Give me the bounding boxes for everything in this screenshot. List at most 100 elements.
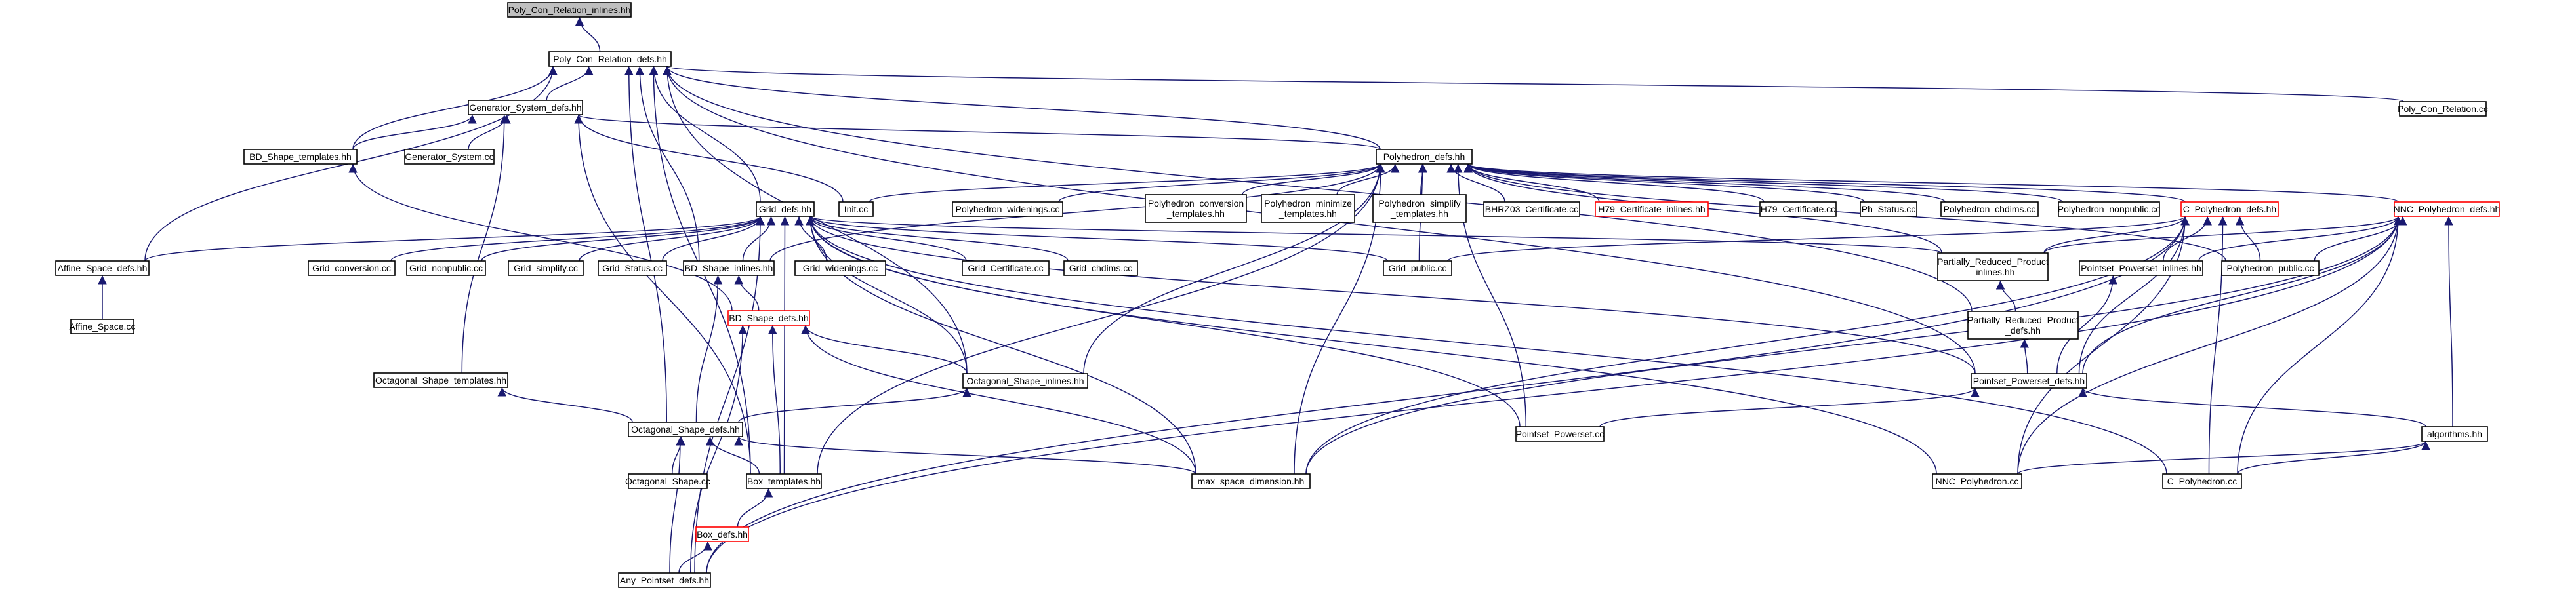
graph-node-gstat[interactable]: Grid_Status.cc [598,260,667,276]
graph-node-bdi[interactable]: BD_Shape_inlines.hh [683,260,775,276]
graph-node-prpi[interactable]: Partially_Reduced_Product_inlines.hh [1937,252,2049,281]
node-label: Polyhedron_minimize [1264,198,1352,208]
graph-node-bdt[interactable]: BD_Shape_templates.hh [243,149,358,165]
graph-node-gsd[interactable]: Generator_System_defs.hh [468,100,583,115]
graph-node-pnonp[interactable]: Polyhedron_nonpublic.cc [2058,201,2160,217]
graph-node-asd[interactable]: Affine_Space_defs.hh [55,260,150,276]
edge-cpcc-to-alg [2237,441,2430,475]
graph-node-phd[interactable]: Polyhedron_defs.hh [1376,149,1473,165]
edge-pconv-to-phd [1242,163,1385,195]
graph-node-gchd[interactable]: Grid_chdims.cc [1063,260,1138,276]
graph-node-prpd[interactable]: Partially_Reduced_Product_defs.hh [1967,311,2079,340]
graph-node-msd[interactable]: max_space_dimension.hh [1191,473,1311,489]
node-label: Poly_Con_Relation_inlines.hh [508,5,631,15]
edge-gsd-to-pcd [546,66,594,101]
graph-node-psimp[interactable]: Polyhedron_simplify_templates.hh [1372,194,1467,223]
graph-node-ppcc[interactable]: Pointset_Powerset.cc [1515,426,1605,442]
graph-node-gconv[interactable]: Grid_conversion.cc [308,260,396,276]
node-box [628,473,708,489]
node-box [1759,201,1837,217]
node-box [243,149,358,165]
edge-apd-to-nncpd [706,216,2403,574]
graph-node-alg[interactable]: algorithms.hh [2421,426,2488,442]
graph-node-pchd[interactable]: Polyhedron_chdims.cc [1940,201,2039,217]
graph-node-pccc[interactable]: Poly_Con_Relation.cc [2398,101,2488,117]
graph-node-pcd[interactable]: Poly_Con_Relation_defs.hh [548,51,672,67]
node-label: Octagonal_Shape.cc [625,476,710,486]
node-box [683,260,775,276]
graph-node-bdd[interactable]: BD_Shape_defs.hh [727,310,810,326]
node-label: Grid_widenings.cc [803,263,878,273]
graph-node-pci[interactable]: Poly_Con_Relation_inlines.hh [507,2,632,18]
edge-ost-to-gsd [461,114,509,374]
edge-cpcc-to-cpd [2208,216,2228,475]
node-label: Partially_Reduced_Product [1967,315,2079,325]
edge-ppd-to-ppi [2056,275,2117,374]
graph-node-ascc[interactable]: Affine_Space.cc [70,319,136,334]
graph-node-osd[interactable]: Octagonal_Shape_defs.hh [628,422,743,437]
graph-node-ost[interactable]: Octagonal_Shape_templates.hh [373,372,508,388]
graph-node-gnonp[interactable]: Grid_nonpublic.cc [406,260,486,276]
graph-node-ppd[interactable]: Pointset_Powerset_defs.hh [1971,373,2087,389]
node-label: Grid_public.cc [1389,263,1447,273]
node-box [1372,194,1467,223]
node-label: Pointset_Powerset.cc [1516,429,1605,439]
graph-node-ppi[interactable]: Pointset_Powerset_inlines.hh [2079,260,2203,276]
node-box [598,260,667,276]
node-box [308,260,396,276]
graph-node-gscc[interactable]: Generator_System.cc [404,149,495,165]
graph-node-nnccc[interactable]: NNC_Polyhedron.cc [1932,473,2022,489]
edge-gcert-to-gridd [806,216,967,262]
graph-node-gsimp[interactable]: Grid_simplify.cc [508,260,584,276]
graph-node-cpcc[interactable]: C_Polyhedron.cc [2162,473,2242,489]
graph-node-h79[interactable]: H79_Certificate.cc [1759,201,1837,217]
graph-node-apd[interactable]: Any_Pointset_defs.hh [618,572,711,588]
node-label: C_Polyhedron.cc [2167,476,2238,486]
node-box [1376,149,1473,165]
edge-h79i-to-phd [1463,163,1600,203]
node-box [468,100,583,115]
edge-phd-to-gsd [574,114,1381,150]
edge-osd-to-ost [497,387,633,423]
graph-node-boxt[interactable]: Box_templates.hh [746,473,822,489]
node-box [2421,426,2488,442]
node-label: Grid_chdims.cc [1069,263,1132,273]
node-label: Polyhedron_public.cc [2226,263,2314,273]
graph-node-cpd[interactable]: C_Polyhedron_defs.hh [2180,201,2279,217]
edge-apd-to-osd [669,436,685,574]
graph-node-boxd[interactable]: Box_defs.hh [695,526,749,542]
graph-node-pconv[interactable]: Polyhedron_conversion_templates.hh [1145,194,1247,223]
graph-node-gridd[interactable]: Grid_defs.hh [756,201,815,217]
edge-ppi-to-nncpd [2198,216,2403,262]
edge-nnccc-to-nncpd [2017,216,2403,475]
node-box [548,51,672,67]
graph-node-pwid[interactable]: Polyhedron_widenings.cc [952,201,1063,217]
edge-msd-to-gridd [806,216,1196,475]
graph-node-ppub[interactable]: Polyhedron_public.cc [2221,260,2320,276]
edge-gnonp-to-gridd [481,216,765,262]
edge-prpd-to-pcd [663,66,1973,312]
node-box [1940,201,2039,217]
graph-node-gpub[interactable]: Grid_public.cc [1383,260,1452,276]
graph-node-pmin[interactable]: Polyhedron_minimize_templates.hh [1261,194,1355,223]
graph-node-h79i[interactable]: H79_Certificate_inlines.hh [1595,201,1709,217]
edge-cpcc-to-nncpd [2237,216,2403,475]
node-label: algorithms.hh [2427,429,2482,439]
graph-node-gcert[interactable]: Grid_Certificate.cc [962,260,1050,276]
node-box [1967,311,2079,340]
edge-bdd-to-bdi [734,275,760,311]
node-box [618,572,711,588]
edge-pwid-to-phd [1058,163,1385,203]
graph-node-osi[interactable]: Octagonal_Shape_inlines.hh [962,373,1088,389]
node-label: _defs.hh [2005,325,2041,336]
graph-node-oscc[interactable]: Octagonal_Shape.cc [625,473,710,489]
graph-node-nncpd[interactable]: NNC_Polyhedron_defs.hh [2394,201,2501,217]
graph-node-gwid[interactable]: Grid_widenings.cc [794,260,886,276]
edge-gconv-to-gridd [390,216,765,262]
graph-node-phst[interactable]: Ph_Status.cc [1860,201,1917,217]
node-label: Grid_conversion.cc [312,263,391,273]
node-box [2058,201,2160,217]
graph-node-bhrz[interactable]: BHRZ03_Certificate.cc [1483,201,1580,217]
graph-node-initcc[interactable]: Init.cc [838,201,874,217]
